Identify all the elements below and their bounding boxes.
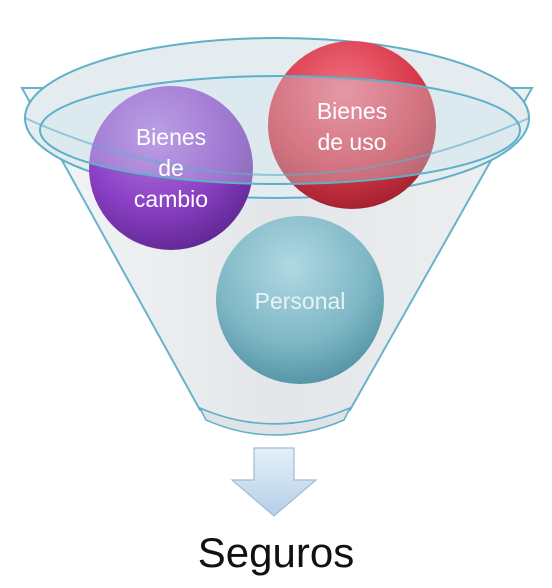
label-personal: Personal (254, 287, 346, 314)
output-label: Seguros (197, 529, 355, 576)
funnel-rim-front (24, 117, 530, 176)
label-bienes-de-cambio: Bienes de cambio (133, 123, 209, 212)
circle-bienes-de-cambio (89, 86, 253, 250)
funnel-rim-inner (39, 75, 521, 185)
down-arrow-icon (230, 447, 318, 517)
label-bienes-de-uso: Bienes de uso (316, 98, 388, 155)
funnel-spout (198, 406, 352, 436)
circle-personal (216, 216, 384, 384)
